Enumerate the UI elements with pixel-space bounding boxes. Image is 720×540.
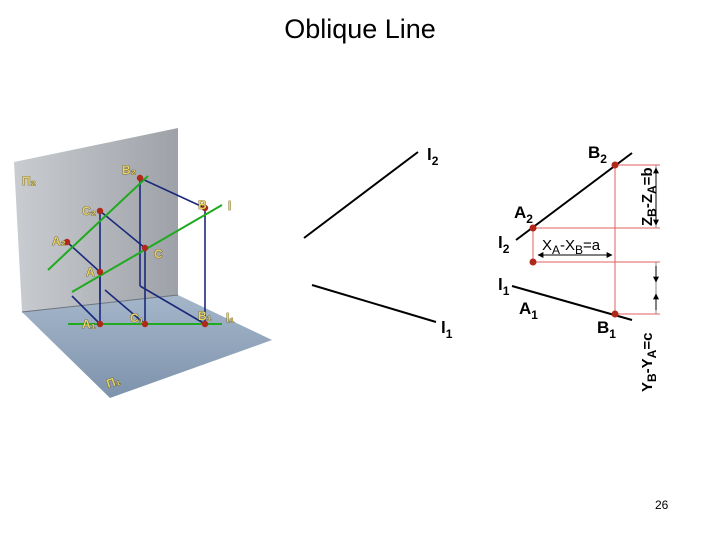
label-c2: C₂ [82, 204, 96, 218]
label-l1: l₁ [226, 311, 234, 325]
label-a1: A₁ [82, 317, 96, 331]
label-a2: A₂ [52, 234, 66, 248]
middle-projection: l2 l1 [303, 145, 453, 341]
label-a: A [86, 265, 95, 279]
label-mid-l1: l1 [441, 318, 453, 341]
dim-label-b: ZB-ZA=b [639, 167, 659, 226]
pictorial-view: Π₂ B₂ C₂ A₂ B C A l A₁ C₁ B₁ l₁ Π₁ [14, 128, 272, 398]
label-mid-l2: l2 [427, 145, 439, 168]
slide-title: Oblique Line [284, 14, 436, 44]
epure-label-b2: B2 [588, 143, 607, 166]
plane-h-label: Π₁ [105, 373, 122, 391]
line-l1 [311, 284, 437, 323]
epure-label-b1: B1 [597, 318, 616, 341]
line-l2 [303, 151, 419, 239]
label-c1: C₁ [130, 311, 144, 325]
dim-label-a: XA-XB=a [542, 237, 601, 257]
epure-label-l2: l2 [498, 233, 510, 256]
label-b2: B₂ [122, 163, 136, 177]
page-number: 26 [655, 498, 669, 512]
epure: B2 A2 l2 l1 A1 B1 XA-XB=a ZB-ZA=b YB-YA=… [498, 143, 660, 392]
epure-label-l1: l1 [498, 275, 510, 298]
horizontal-plane [22, 295, 272, 398]
pictorial-points [63, 174, 209, 328]
label-c: C [154, 247, 163, 261]
frontal-plane [14, 128, 178, 312]
epure-label-a1: A1 [519, 299, 538, 322]
label-b: B [198, 198, 207, 212]
label-l: l [228, 199, 231, 213]
dim-label-c: YB-YA=c [639, 333, 659, 392]
epure-label-a2: A2 [514, 203, 533, 226]
plane-v-label: Π₂ [22, 174, 36, 188]
label-b1: B₁ [198, 309, 212, 323]
epure-points [529, 161, 619, 318]
